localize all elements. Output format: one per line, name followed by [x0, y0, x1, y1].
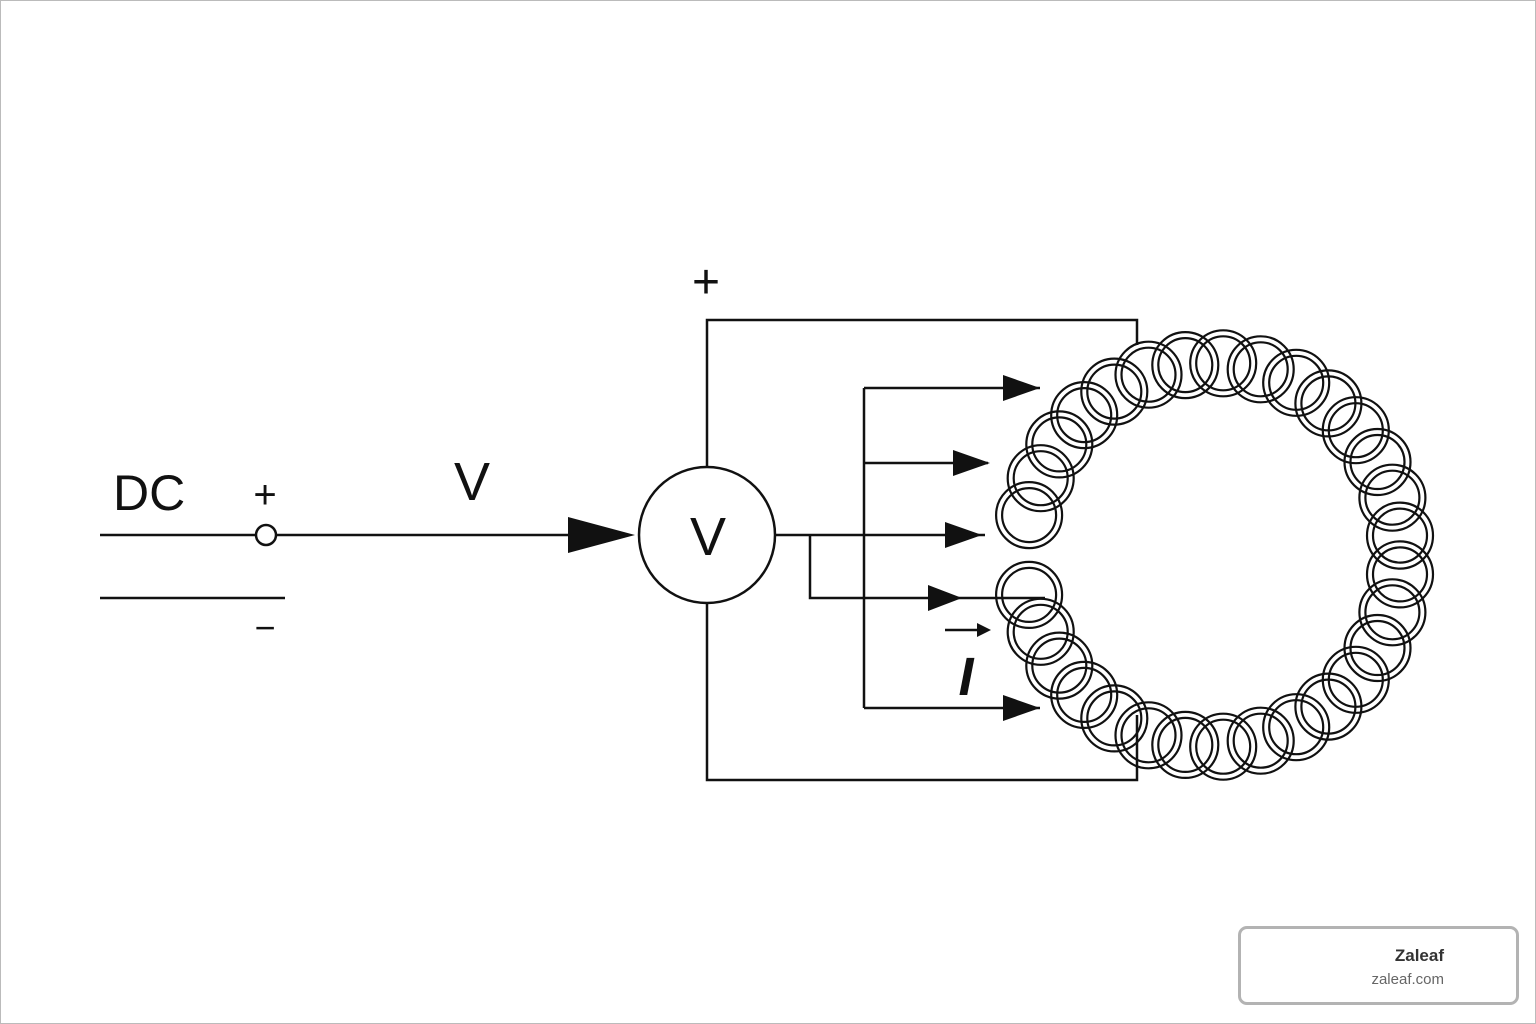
coil-turn: [1080, 684, 1149, 753]
coil-turn: [1232, 712, 1289, 769]
coil-turn: [1050, 660, 1119, 730]
feed-arrow-3: [945, 522, 982, 548]
dc-plus-label: +: [253, 473, 276, 517]
coil-turn: [1365, 540, 1435, 609]
feed-arrow-1: [1003, 375, 1040, 401]
feed-arrow-4: [928, 585, 962, 611]
voltmeter-label: V: [690, 507, 726, 567]
coil-turn: [1343, 427, 1412, 497]
coil-turn: [1050, 381, 1119, 450]
coil-turn: [1294, 369, 1363, 438]
coil-turn: [1080, 357, 1149, 426]
coil-turn: [1226, 706, 1295, 775]
coil-turn: [1189, 712, 1258, 781]
coil-turn: [1157, 716, 1214, 774]
dc-label: DC: [113, 465, 185, 521]
coil-turn: [1343, 613, 1412, 683]
coil-turn: [1006, 597, 1075, 666]
coil-turn: [1025, 410, 1094, 479]
coil-turn: [1151, 331, 1220, 400]
feed-arrow-5: [1003, 695, 1040, 721]
current-vector-arrowhead: [977, 623, 991, 637]
top-wire: [705, 318, 1139, 467]
coil-turn: [1195, 718, 1252, 775]
coil-turn: [1114, 701, 1183, 770]
coil-turn: [1226, 335, 1295, 404]
brand-title: Zaleaf: [1394, 946, 1444, 965]
coil-turn: [1371, 546, 1429, 603]
coil-turn: [1056, 387, 1113, 444]
coil-turn: [1151, 710, 1220, 780]
brand-url[interactable]: zaleaf.com: [1371, 971, 1444, 988]
coil-turn: [1262, 693, 1331, 762]
dc-minus-label: −: [254, 607, 275, 648]
coil-turn: [1086, 363, 1143, 420]
branch-wire: [808, 535, 1045, 600]
coil-turn: [1012, 603, 1069, 660]
coil-turn: [1012, 450, 1069, 507]
coil-turn: [1031, 416, 1088, 473]
coil-turn: [1114, 340, 1183, 409]
coil-turn: [1195, 335, 1252, 392]
coil-turn: [1031, 637, 1088, 694]
coil-turn: [1371, 507, 1429, 564]
coil-turn: [994, 560, 1064, 630]
feed-arrow-2: [953, 450, 990, 476]
bottom-wire: [705, 603, 1139, 782]
coil-turn: [1358, 463, 1427, 532]
coil-turn: [1268, 354, 1325, 411]
positive-terminal: [254, 523, 278, 547]
coil-turn: [1364, 469, 1421, 526]
coil-turn: [1120, 707, 1177, 764]
coil-turn: [1365, 501, 1435, 570]
input-arrow: [568, 517, 635, 553]
coil-turn: [1056, 666, 1113, 724]
coil-turn: [994, 480, 1064, 550]
voltage-label: V: [454, 452, 490, 512]
coil-turn: [1262, 348, 1331, 417]
coil-turn: [1120, 346, 1177, 403]
toroidal-coil: [994, 329, 1435, 781]
coil-turn: [1006, 444, 1075, 513]
coil-turn: [1349, 619, 1406, 677]
coil-turn: [1000, 486, 1058, 544]
brand-badge[interactable]: Zaleaf zaleaf.com: [1238, 926, 1519, 1005]
current-label: I: [958, 647, 974, 707]
coil-turn: [1157, 337, 1214, 394]
coil-turn: [1025, 631, 1094, 700]
coil-turn: [1000, 566, 1058, 624]
coil-turn: [1364, 584, 1421, 641]
coil-turn: [1232, 341, 1289, 398]
coil-turn: [1358, 578, 1427, 647]
coil-turn: [1189, 329, 1258, 398]
coil-turn: [1086, 690, 1143, 747]
top-plus-label: +: [692, 256, 720, 309]
